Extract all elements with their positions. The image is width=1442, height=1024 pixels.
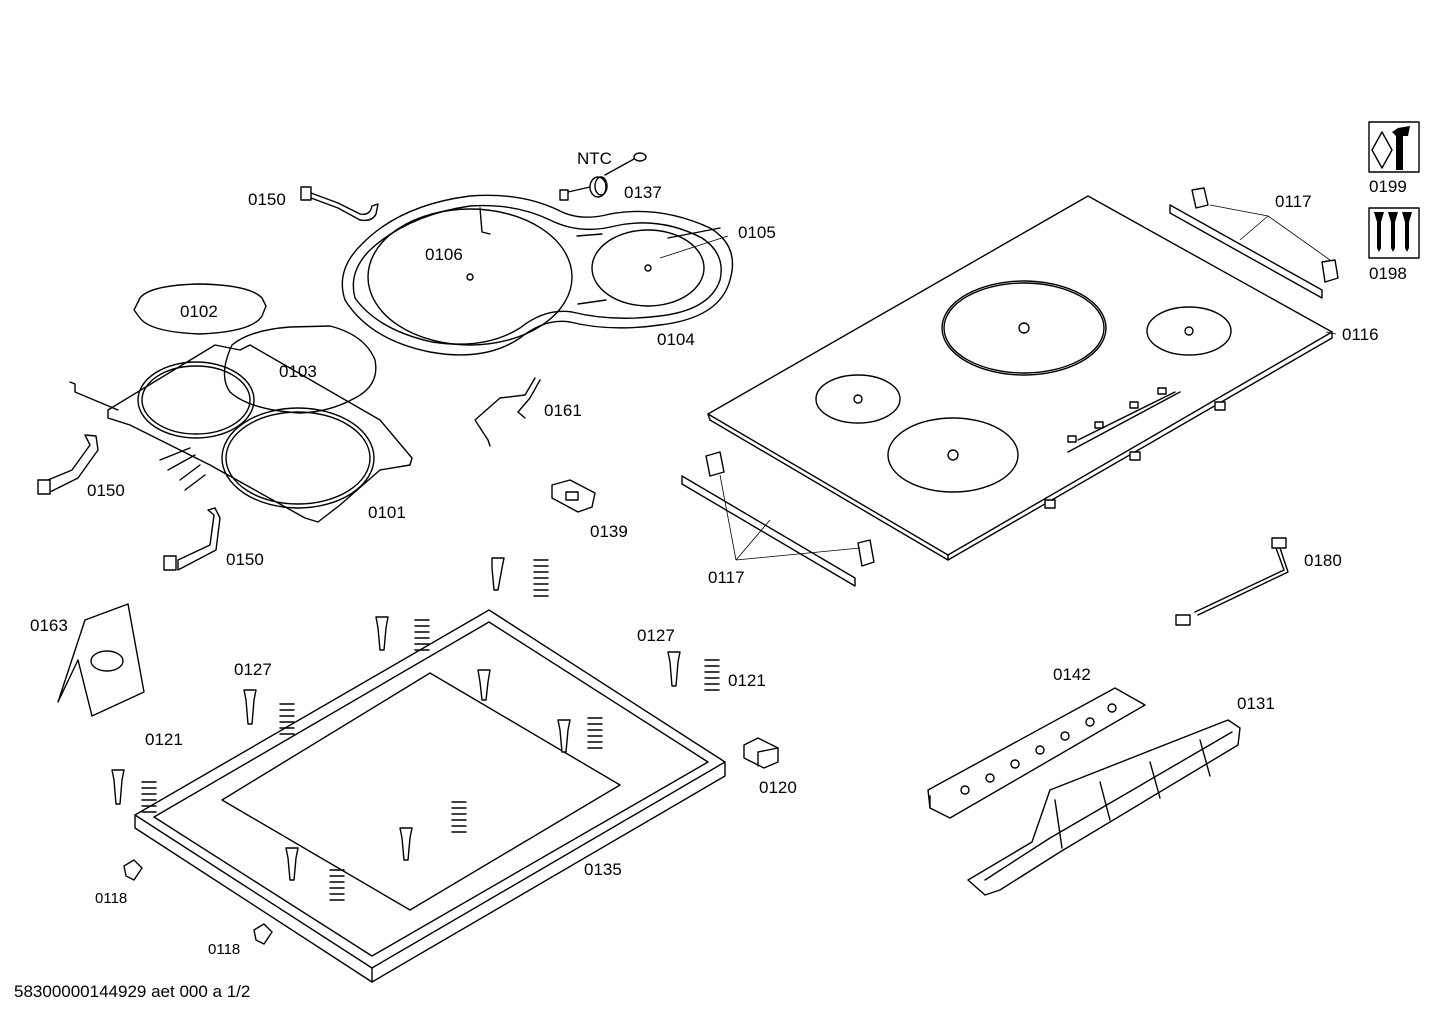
label-0118-b: 0118: [208, 941, 241, 958]
label-0137: 0137: [624, 183, 662, 202]
spring-0121: [451, 801, 467, 833]
label-0161: 0161: [544, 401, 582, 420]
foot-0127: [491, 557, 505, 591]
label-ntc: NTC: [577, 149, 612, 168]
label-0118-a: 0118: [95, 890, 128, 907]
coil-frame-0104: [341, 194, 734, 356]
label-0121-left: 0121: [145, 730, 183, 749]
foot-0127: [375, 616, 389, 651]
cable-0150-top: [300, 186, 379, 222]
foot-0127: [477, 669, 491, 701]
document-number: 58300000144929 aet 000 a 1/2: [14, 982, 251, 1001]
spring-0121: [704, 659, 720, 691]
label-0139: 0139: [590, 522, 628, 541]
spring-0121: [141, 781, 157, 813]
cable-0150-mid: [37, 434, 99, 495]
label-0142: 0142: [1053, 665, 1091, 684]
bottom-tray-0135: [134, 609, 726, 983]
label-0116: 0116: [1342, 325, 1379, 344]
feet-and-springs: [111, 557, 720, 901]
cover-strip-0131: [967, 719, 1241, 896]
bracket-0117-low: [681, 451, 875, 587]
spring-0121: [587, 717, 603, 749]
wire-0161: [474, 377, 541, 447]
label-0120: 0120: [759, 778, 797, 797]
label-0150-top: 0150: [248, 190, 286, 209]
label-0121-right: 0121: [728, 671, 766, 690]
label-0102: 0102: [180, 302, 218, 321]
label-0103: 0103: [279, 362, 317, 381]
accessory-bag-0163: [57, 603, 145, 717]
spring-0121: [279, 703, 295, 735]
spring-0121: [414, 619, 430, 651]
ceramic-glass-cooktop-0116: [707, 195, 1333, 561]
cable-0180: [1175, 537, 1289, 626]
label-0135: 0135: [584, 860, 622, 879]
insulation-disc-0102: [133, 283, 267, 335]
label-0104: 0104: [657, 330, 695, 349]
foot-0127: [243, 689, 257, 725]
label-0105: 0105: [738, 223, 776, 242]
coil-carrier-0101: [69, 344, 413, 523]
foot-0127: [111, 769, 125, 805]
label-0117-low: 0117: [708, 568, 745, 587]
foot-0127: [667, 651, 681, 687]
clip-0120: [743, 737, 779, 769]
label-0163: 0163: [30, 616, 68, 635]
label-0127-left: 0127: [234, 660, 272, 679]
label-0180: 0180: [1304, 551, 1342, 570]
ntc-sensor-0137: [559, 152, 647, 201]
foot-0127: [285, 847, 299, 881]
connector-0139: [551, 479, 596, 513]
spring-0121: [533, 559, 549, 597]
bracket-0117-top: [1169, 187, 1339, 299]
clip-0118: [123, 859, 143, 881]
label-0198: 0198: [1369, 264, 1407, 283]
tool-kit-icon: [1368, 121, 1420, 173]
foot-0127: [557, 719, 571, 753]
label-0127-right: 0127: [637, 626, 675, 645]
label-0150-mid: 0150: [87, 481, 125, 500]
label-0131: 0131: [1237, 694, 1275, 713]
clip-0118: [253, 923, 273, 945]
cable-0150-low: [163, 507, 221, 571]
label-0101: 0101: [368, 503, 406, 522]
label-0199: 0199: [1369, 177, 1407, 196]
label-0117-top: 0117: [1275, 192, 1312, 211]
foot-0127: [399, 827, 413, 861]
control-board-0142: [927, 687, 1146, 819]
label-0150-low: 0150: [226, 550, 264, 569]
spring-0121: [329, 869, 345, 901]
insulation-disc-0103: [223, 325, 377, 414]
label-0106: 0106: [425, 245, 463, 264]
screw-set-icon: [1368, 207, 1420, 259]
